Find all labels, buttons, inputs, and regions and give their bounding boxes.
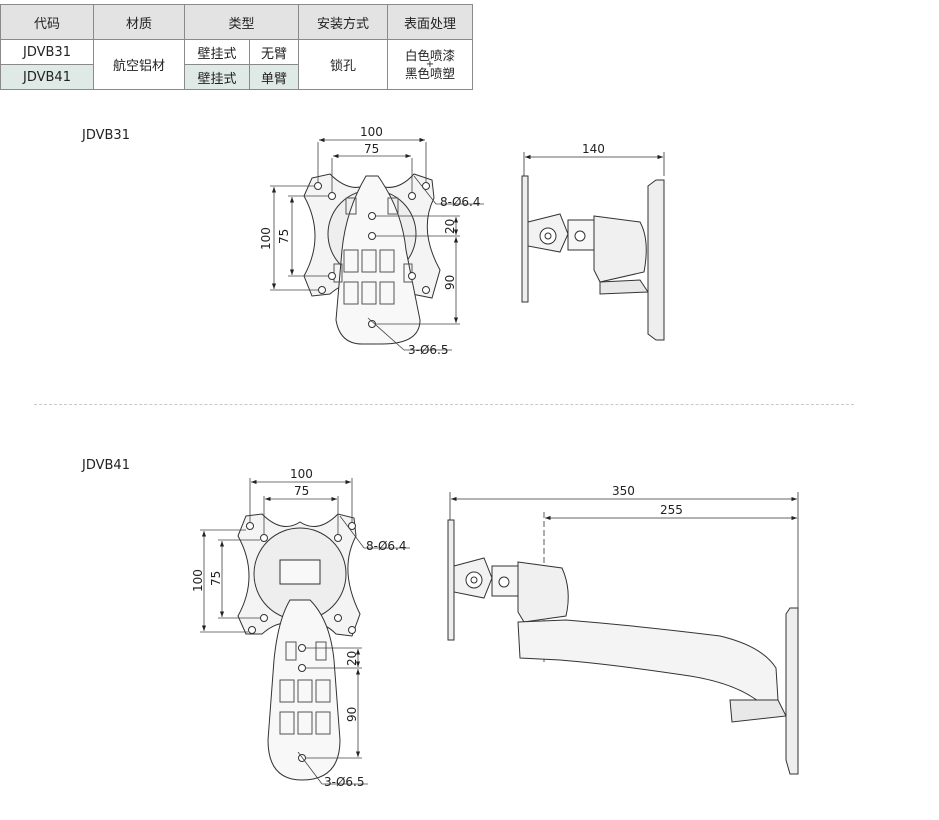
jdvb31-front-view <box>270 137 484 351</box>
dim-75-vertical: 75 <box>209 571 223 586</box>
dim-holes-8: 8-Ø6.4 <box>440 195 481 209</box>
dim-75: 75 <box>294 484 309 498</box>
model-label-jdvb31: JDVB31 <box>82 128 130 143</box>
dim-350: 350 <box>612 484 635 498</box>
header-surface: 表面处理 <box>387 4 473 40</box>
table-row: JDVB31 航空铝材 壁挂式 无臂 锁孔 白色喷漆 + 黑色喷塑 <box>0 39 473 90</box>
dim-90: 90 <box>345 707 359 722</box>
jdvb41-side-view <box>447 492 799 775</box>
table-header-row: 代码 材质 类型 安装方式 表面处理 <box>0 4 473 40</box>
table-row: JDVB41 壁挂式 单臂 <box>0 64 473 90</box>
cell-surface: 白色喷漆 + 黑色喷塑 <box>387 39 473 90</box>
jdvb41-front-view <box>200 478 410 785</box>
surface-line1: 白色喷漆 <box>404 47 455 63</box>
spec-table: 代码 材质 类型 安装方式 表面处理 JDVB31 航空铝材 壁挂式 无臂 锁孔… <box>0 4 473 90</box>
dim-20: 20 <box>443 219 457 234</box>
dim-20: 20 <box>345 651 359 666</box>
cell-type2: 单臂 <box>249 64 299 90</box>
dim-90: 90 <box>443 275 457 290</box>
cell-type1: 壁挂式 <box>184 64 250 90</box>
jdvb41-dimension-labels: 100 75 100 75 20 90 8-Ø6.4 3-Ø6.5 <box>191 467 407 789</box>
section-divider <box>34 404 854 405</box>
surface-plus: + <box>425 58 435 70</box>
header-code: 代码 <box>0 4 94 40</box>
cell-mount: 锁孔 <box>298 39 388 90</box>
dim-140: 140 <box>582 142 605 156</box>
dim-holes-8: 8-Ø6.4 <box>366 539 407 553</box>
dim-75-vertical: 75 <box>277 229 291 244</box>
dim-holes-3: 3-Ø6.5 <box>408 343 449 357</box>
surface-line2: 黑色喷塑 <box>404 65 455 81</box>
dim-100: 100 <box>360 125 383 139</box>
dim-holes-3: 3-Ø6.5 <box>324 775 365 789</box>
jdvb31-dimension-labels: 100 75 100 75 20 90 8-Ø6.4 3-Ø6.5 <box>259 125 481 357</box>
cell-material: 航空铝材 <box>93 39 185 90</box>
model-label-jdvb41: JDVB41 <box>82 458 130 473</box>
dim-75: 75 <box>364 142 379 156</box>
cell-type1: 壁挂式 <box>184 39 250 65</box>
jdvb31-side-view <box>521 152 665 341</box>
cell-type2: 无臂 <box>249 39 299 65</box>
dim-100-vertical: 100 <box>259 227 273 250</box>
dim-100-vertical: 100 <box>191 569 205 592</box>
dim-100: 100 <box>290 467 313 481</box>
dim-255: 255 <box>660 503 683 517</box>
cell-code: JDVB41 <box>0 64 94 90</box>
